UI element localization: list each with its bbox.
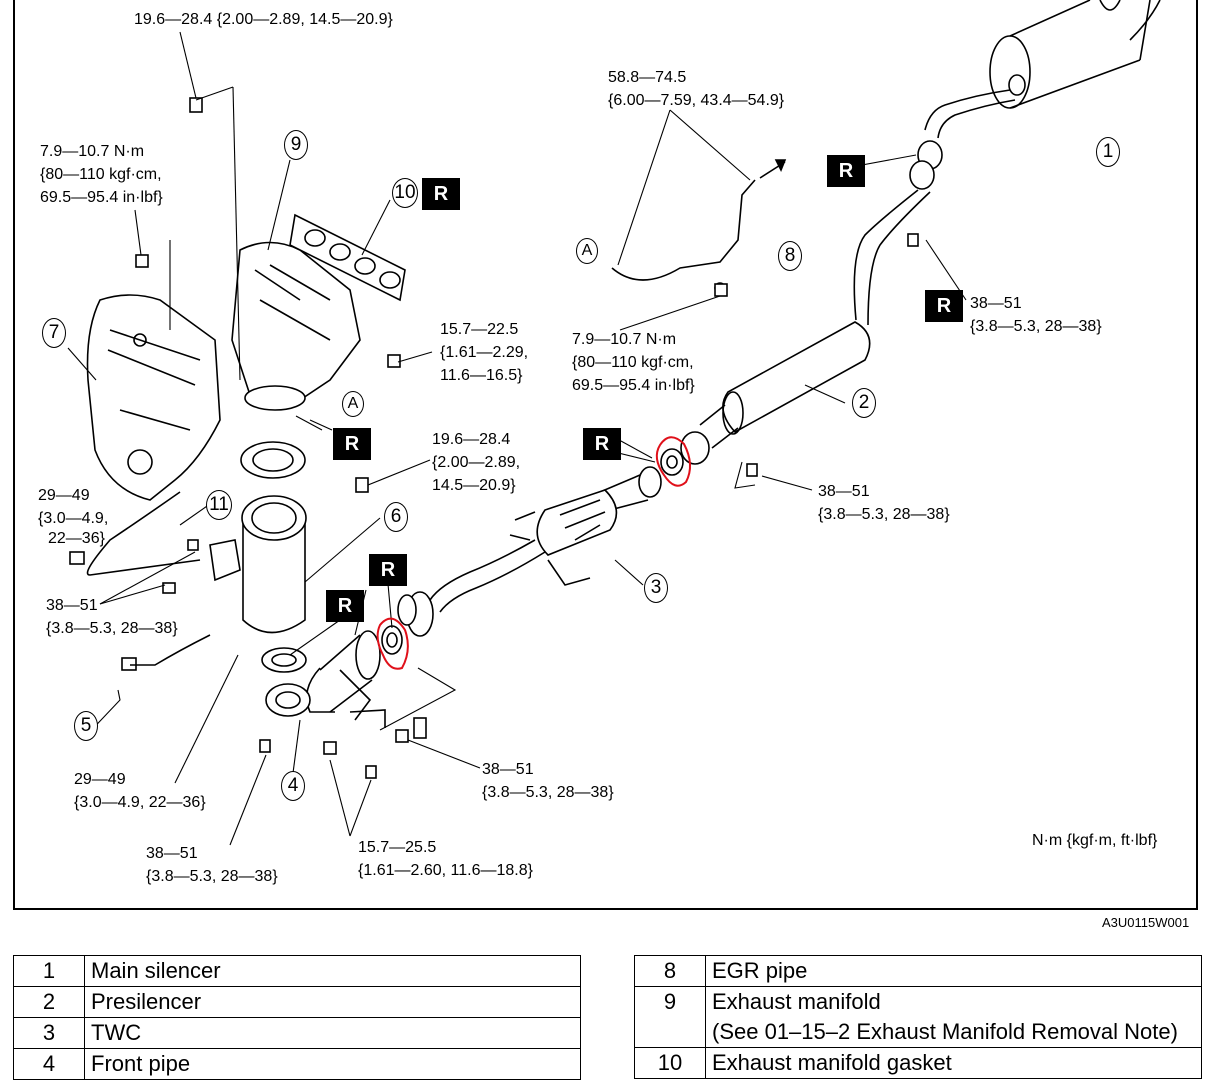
part-name-text: Exhaust manifold (712, 989, 881, 1014)
part-name: Exhaust manifold (See 01–15–2 Exhaust Ma… (705, 986, 1202, 1048)
callout-10: 10 (392, 178, 418, 208)
torque-label: {80—110 kgf·cm, (40, 166, 162, 183)
callout-5: 5 (74, 711, 98, 741)
torque-label: 38—51 (146, 845, 198, 862)
part-name: Presilencer (84, 986, 581, 1018)
torque-label: 15.7—22.5 (440, 321, 519, 338)
callout-a-egr: A (576, 238, 598, 264)
callout-a-manifold: A (342, 391, 364, 417)
part-name: Front pipe (84, 1048, 581, 1080)
torque-label: {3.8—5.3, 28—38} (46, 620, 178, 637)
main-silencer-drawing (989, 0, 1161, 109)
part-name: Main silencer (84, 955, 581, 987)
callout-2: 2 (852, 388, 876, 418)
part-number: 4 (13, 1048, 85, 1080)
torque-label: 69.5—95.4 in·lbf} (572, 377, 695, 394)
torque-label: {80—110 kgf·cm, (572, 354, 694, 371)
table-row: 4 Front pipe (13, 1048, 581, 1080)
replace-badge: R (583, 428, 621, 460)
torque-label: 11.6—16.5} (440, 367, 523, 384)
unit-note: N·m {kgf·m, ft·lbf} (1032, 832, 1158, 849)
part-number: 8 (634, 955, 706, 987)
part-number: 2 (13, 986, 85, 1018)
replace-badge: R (422, 178, 460, 210)
torque-label: 29—49 (74, 771, 126, 788)
table-row: 9 Exhaust manifold (See 01–15–2 Exhaust … (634, 986, 1202, 1048)
torque-label: 38—51 (482, 761, 534, 778)
torque-label: {1.61—2.29, (440, 344, 529, 361)
torque-label: 38—51 (970, 295, 1022, 312)
part-note-text: (See 01–15–2 Exhaust Manifold Removal No… (712, 1019, 1178, 1044)
callout-7: 7 (42, 318, 66, 348)
replace-badge: R (827, 155, 865, 187)
part-number: 1 (13, 955, 85, 987)
torque-label: 22—36} (48, 530, 105, 547)
callout-1: 1 (1096, 137, 1120, 167)
parts-table-left: 1 Main silencer 2 Presilencer 3 TWC 4 Fr… (13, 955, 581, 1080)
part-name: Exhaust manifold gasket (705, 1047, 1202, 1079)
replace-badge: R (369, 554, 407, 586)
part-number: 10 (634, 1047, 706, 1079)
table-row: 3 TWC (13, 1017, 581, 1049)
part-name-text: EGR pipe (712, 958, 808, 983)
replace-badge: R (925, 290, 963, 322)
callout-4: 4 (281, 771, 305, 801)
torque-label: {6.00—7.59, 43.4—54.9} (608, 92, 785, 109)
part-name: EGR pipe (705, 955, 1202, 987)
figure-code: A3U0115W001 (1102, 915, 1190, 930)
exhaust-system-diagram (13, 0, 1198, 910)
torque-label: {3.0—4.9, 22—36} (74, 794, 206, 811)
torque-label: 19.6—28.4 (432, 431, 511, 448)
replace-badge: R (326, 590, 364, 622)
callout-9: 9 (284, 130, 308, 160)
part-number: 9 (634, 986, 706, 1048)
torque-label: 7.9—10.7 N·m (572, 331, 677, 348)
torque-label: {3.8—5.3, 28—38} (818, 506, 950, 523)
torque-label: {3.8—5.3, 28—38} (970, 318, 1102, 335)
torque-label: 7.9—10.7 N·m (40, 143, 145, 160)
highlight-circle-front-pipe-gasket (376, 617, 409, 670)
table-row: 2 Presilencer (13, 986, 581, 1018)
torque-label: 38—51 (46, 597, 98, 614)
callout-3: 3 (644, 573, 668, 603)
callout-11: 11 (206, 490, 232, 520)
torque-label: {1.61—2.60, 11.6—18.8} (358, 862, 533, 879)
part-name: TWC (84, 1017, 581, 1049)
torque-label: 29—49 (38, 487, 90, 504)
part-name-text: Exhaust manifold gasket (712, 1050, 952, 1075)
torque-label: 58.8—74.5 (608, 69, 687, 86)
callout-6: 6 (384, 502, 408, 532)
replace-badge: R (333, 428, 371, 460)
table-row: 8 EGR pipe (634, 955, 1202, 987)
torque-label: {3.8—5.3, 28—38} (146, 868, 278, 885)
table-row: 1 Main silencer (13, 955, 581, 987)
part-number: 3 (13, 1017, 85, 1049)
torque-label: {3.0—4.9, (38, 510, 109, 527)
torque-label: 38—51 (818, 483, 870, 500)
torque-label: 15.7—25.5 (358, 839, 437, 856)
parts-table-right: 8 EGR pipe 9 Exhaust manifold (See 01–15… (634, 955, 1202, 1079)
callout-8: 8 (778, 241, 802, 271)
highlight-circle-presilencer-gasket (655, 436, 691, 487)
torque-label: {2.00—2.89, (432, 454, 521, 471)
torque-label: 19.6—28.4 {2.00—2.89, 14.5—20.9} (134, 11, 393, 28)
torque-label: 14.5—20.9} (432, 477, 516, 494)
table-row: 10 Exhaust manifold gasket (634, 1047, 1202, 1079)
torque-label: {3.8—5.3, 28—38} (482, 784, 614, 801)
torque-label: 69.5—95.4 in·lbf} (40, 189, 163, 206)
